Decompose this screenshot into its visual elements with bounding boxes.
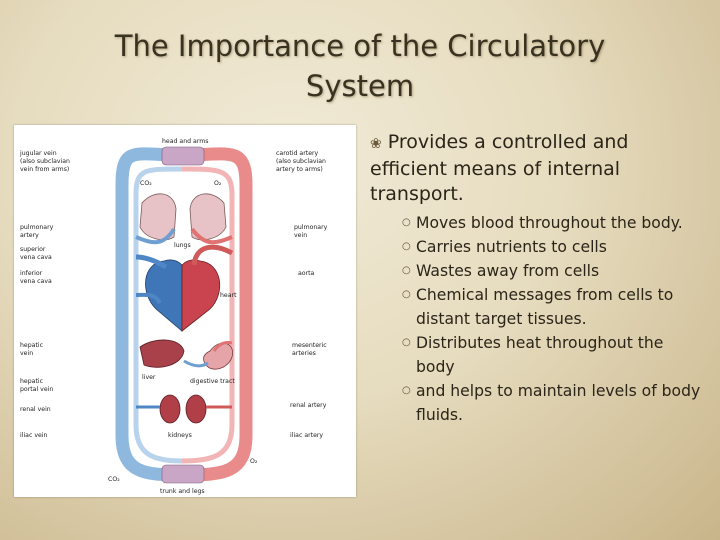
label-superior-vena-cava-2: vena cava (20, 254, 52, 261)
heart-right-side (145, 259, 183, 332)
label-digestive-tract: digestive tract (190, 378, 235, 385)
arterial-loop (181, 147, 253, 482)
list-item: ○ Chemical messages from cells to distant… (402, 283, 705, 331)
label-trunk-and-legs: trunk and legs (160, 488, 205, 495)
label-liver: liver (142, 374, 156, 381)
label-pulmonary-vein-2: vein (294, 232, 307, 239)
mesenteric-vessel (212, 341, 233, 352)
sub-bullet-text: Moves blood throughout the body. (416, 214, 683, 232)
aorta-vessel (191, 244, 234, 266)
portal-vessel (183, 359, 209, 368)
bullet-icon: ❀ (370, 136, 382, 152)
main-bullet-text: Provides a controlled and efficient mean… (370, 131, 629, 205)
small-dot-icon: ○ (402, 241, 411, 252)
label-iliac-vein: iliac vein (20, 432, 48, 439)
list-item: ○ Wastes away from cells (402, 259, 705, 283)
label-heart: heart (220, 292, 237, 299)
slide-content: ❀ Provides a controlled and efficient me… (370, 130, 705, 427)
sub-bullet-list: ○ Moves blood throughout the body. ○ Carri… (370, 211, 705, 427)
small-dot-icon: ○ (402, 289, 411, 300)
slide-title: The Importance of the Circulatory System (60, 26, 660, 106)
label-hepatic-portal-1: hepatic (20, 378, 44, 385)
label-renal-artery: renal artery (290, 402, 327, 409)
label-carotid-note-1: (also subclavian (276, 158, 326, 165)
main-bullet: ❀ Provides a controlled and efficient me… (370, 130, 705, 207)
small-dot-icon: ○ (402, 217, 411, 228)
circulatory-diagram: jugular vein (also subclavian vein from … (14, 125, 356, 497)
list-item: ○ Distributes heat throughout the body (402, 331, 705, 379)
label-kidneys: kidneys (168, 432, 192, 439)
venous-loop (115, 147, 183, 482)
title-line-2: System (305, 69, 415, 103)
list-item: ○ Moves blood throughout the body. (402, 211, 705, 235)
sub-bullet-text: and helps to maintain levels of body flu… (416, 382, 701, 424)
label-o2-bottom: O₂ (250, 458, 258, 465)
heart-left-side (181, 259, 221, 332)
label-pulmonary-artery-2: artery (20, 232, 39, 239)
label-hepatic-vein-2: vein (20, 350, 33, 357)
label-superior-vena-cava-1: superior (20, 246, 46, 253)
label-hepatic-vein-1: hepatic (20, 342, 44, 349)
small-dot-icon: ○ (402, 385, 411, 396)
label-hepatic-portal-2: portal vein (20, 386, 53, 393)
label-carotid-artery: carotid artery (276, 150, 319, 157)
list-item: ○ Carries nutrients to cells (402, 235, 705, 259)
label-co2-bottom: CO₂ (108, 476, 120, 483)
list-item: ○ and helps to maintain levels of body f… (402, 379, 705, 427)
liver (139, 339, 185, 368)
head-capillaries (161, 146, 205, 166)
small-dot-icon: ○ (402, 337, 411, 348)
sub-bullet-text: Distributes heat throughout the body (416, 334, 664, 376)
arterial-loop-inner (181, 166, 235, 464)
legs-capillaries (161, 464, 205, 484)
label-lungs: lungs (174, 242, 191, 249)
pulmonary-artery-vessel (135, 227, 176, 245)
label-pulmonary-artery-1: pulmonary (20, 224, 54, 231)
label-inferior-vena-cava-1: inferior (20, 270, 43, 277)
diagram-svg: jugular vein (also subclavian vein from … (19, 138, 328, 495)
label-mesenteric-2: arteries (292, 350, 316, 357)
left-kidney (159, 394, 181, 424)
label-jugular-note-1: (also subclavian (20, 158, 70, 165)
label-carotid-note-2: artery to arms) (276, 166, 323, 173)
label-mesenteric-1: mesenteric (292, 342, 327, 349)
label-jugular-note-2: vein from arms) (20, 166, 69, 173)
pulmonary-vein-vessel (190, 227, 233, 245)
label-co2-top: CO₂ (140, 180, 152, 187)
label-aorta: aorta (298, 270, 315, 277)
label-jugular-vein: jugular vein (19, 150, 57, 157)
venous-loop-inner (133, 166, 183, 464)
small-dot-icon: ○ (402, 265, 411, 276)
title-line-1: The Importance of the Circulatory (114, 29, 606, 63)
vena-cava-vessel (135, 254, 168, 270)
label-inferior-vena-cava-2: vena cava (20, 278, 52, 285)
label-o2-top: O₂ (214, 180, 222, 187)
sub-bullet-text: Wastes away from cells (416, 262, 600, 280)
left-lung (139, 193, 177, 241)
label-iliac-artery: iliac artery (290, 432, 323, 439)
label-renal-vein: renal vein (20, 406, 51, 413)
right-lung (189, 193, 227, 241)
sub-bullet-text: Carries nutrients to cells (416, 238, 607, 256)
inferior-vena-cava-vessel (135, 292, 162, 305)
sub-bullet-text: Chemical messages from cells to distant … (416, 286, 674, 328)
label-head-and-arms: head and arms (162, 138, 209, 145)
right-kidney (185, 394, 207, 424)
label-pulmonary-vein-1: pulmonary (294, 224, 328, 231)
